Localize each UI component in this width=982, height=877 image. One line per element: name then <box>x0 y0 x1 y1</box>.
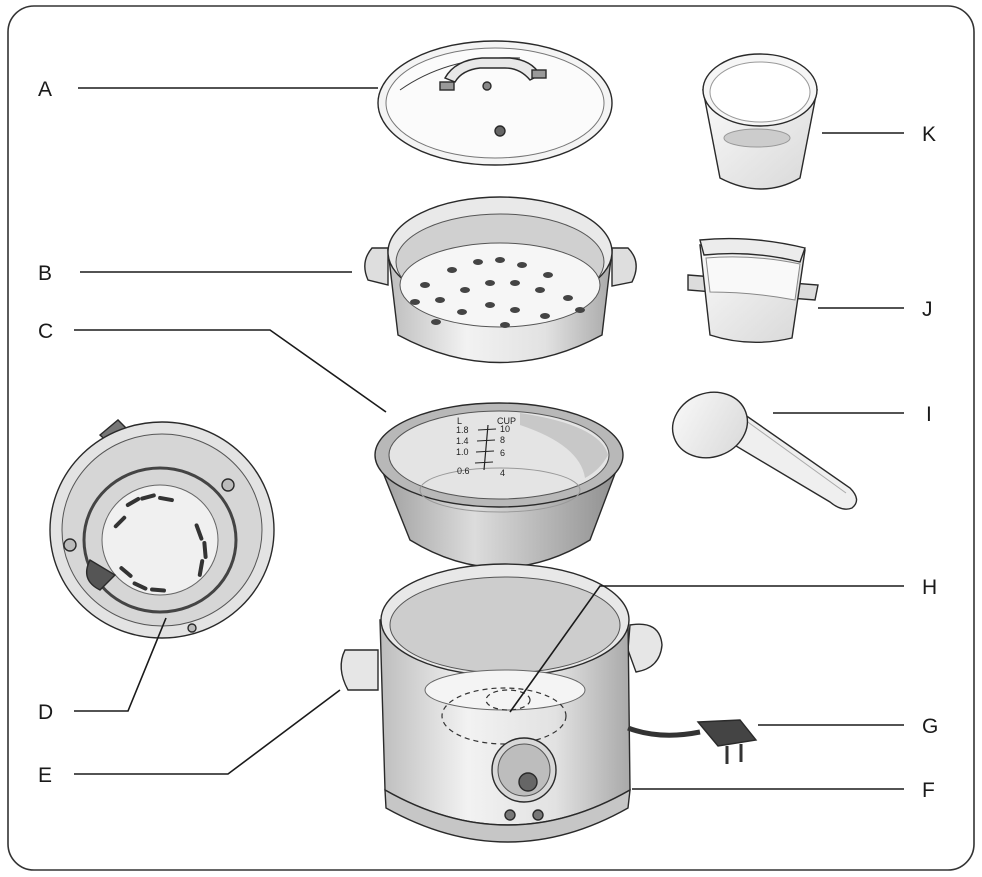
leader-e <box>74 689 341 775</box>
heating-plate-outline <box>441 687 567 745</box>
leader-h <box>509 585 904 713</box>
callout-i: I <box>926 403 932 426</box>
callout-j: J <box>922 298 933 321</box>
rice-spoon-part <box>671 391 858 510</box>
glass-lid-part <box>377 40 613 166</box>
callout-b: B <box>38 262 52 285</box>
scale-left-mark: 1.0 <box>456 447 469 457</box>
callout-g: G <box>922 715 938 738</box>
measuring-scale: L CUP 1.8 1.4 1.0 0.6 10 8 6 4 <box>456 416 516 478</box>
power-plug <box>696 719 758 747</box>
scale-left-mark: 1.8 <box>456 425 469 435</box>
small-container-part <box>687 237 819 344</box>
leader-c <box>74 329 387 413</box>
scale-right-unit: CUP <box>497 416 516 426</box>
callout-a: A <box>38 78 52 101</box>
leader-d <box>74 617 167 712</box>
scale-right-mark: 10 <box>500 424 510 434</box>
inner-pot-part: L CUP 1.8 1.4 1.0 0.6 10 8 6 4 <box>374 402 624 569</box>
scale-left-unit: L <box>457 416 462 426</box>
scale-right-mark: 8 <box>500 435 505 445</box>
scale-right-mark: 4 <box>500 468 505 478</box>
steamer-basket-part <box>364 196 637 364</box>
callout-d: D <box>38 701 53 724</box>
scale-right-mark: 6 <box>500 448 505 458</box>
callout-c: C <box>38 320 53 343</box>
callout-e: E <box>38 764 52 787</box>
main-body-part <box>340 563 758 843</box>
scale-left-mark: 1.4 <box>456 436 469 446</box>
base-underside-part <box>49 419 275 639</box>
leader-lines <box>74 87 904 790</box>
measuring-cup-part <box>702 53 818 190</box>
callout-f: F <box>922 779 935 802</box>
callout-labels: A B C D E F G H I J K <box>38 78 938 802</box>
scale-left-mark: 0.6 <box>457 466 470 476</box>
callout-k: K <box>922 123 936 146</box>
callout-h: H <box>922 576 937 599</box>
